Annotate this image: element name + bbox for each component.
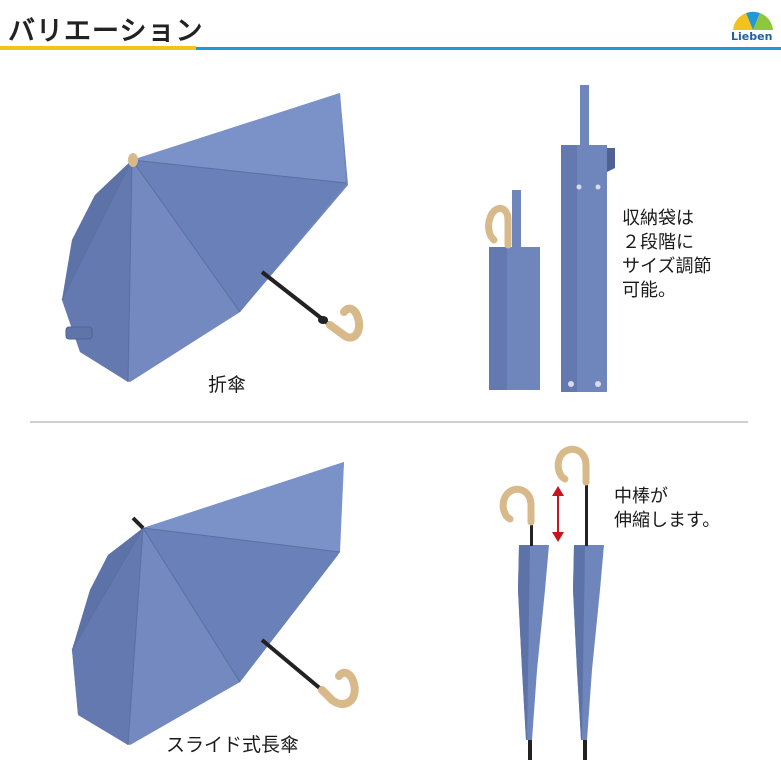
- folding-sleeve-note: 収納袋は ２段階に サイズ調節 可能。: [622, 208, 712, 301]
- long-umbrella-label: スライド式長傘: [166, 734, 300, 756]
- header-accent-yellow: [0, 46, 196, 50]
- header-accent-blue: [196, 47, 781, 50]
- page-title: バリエーション: [8, 16, 204, 47]
- extension-double-arrow-icon: [552, 486, 564, 542]
- long-umbrella-closed-extended-image: [554, 445, 604, 760]
- page-header: バリエーション Lieben: [0, 0, 781, 54]
- folding-umbrella-open-image: [61, 93, 364, 383]
- long-shaft-note: 中棒が 伸縮します。: [614, 486, 721, 531]
- brand-logo-text: Lieben: [731, 30, 773, 43]
- long-umbrella-open-image: [71, 462, 359, 746]
- folding-umbrella-label: 折傘: [208, 374, 247, 396]
- section-divider: [30, 421, 748, 423]
- folding-umbrella-sleeve-long-image: [561, 85, 615, 392]
- folding-umbrella-sleeve-short-image: [485, 190, 540, 390]
- long-umbrella-closed-short-image: [499, 485, 549, 760]
- brand-logo-umbrella-icon: [733, 11, 773, 30]
